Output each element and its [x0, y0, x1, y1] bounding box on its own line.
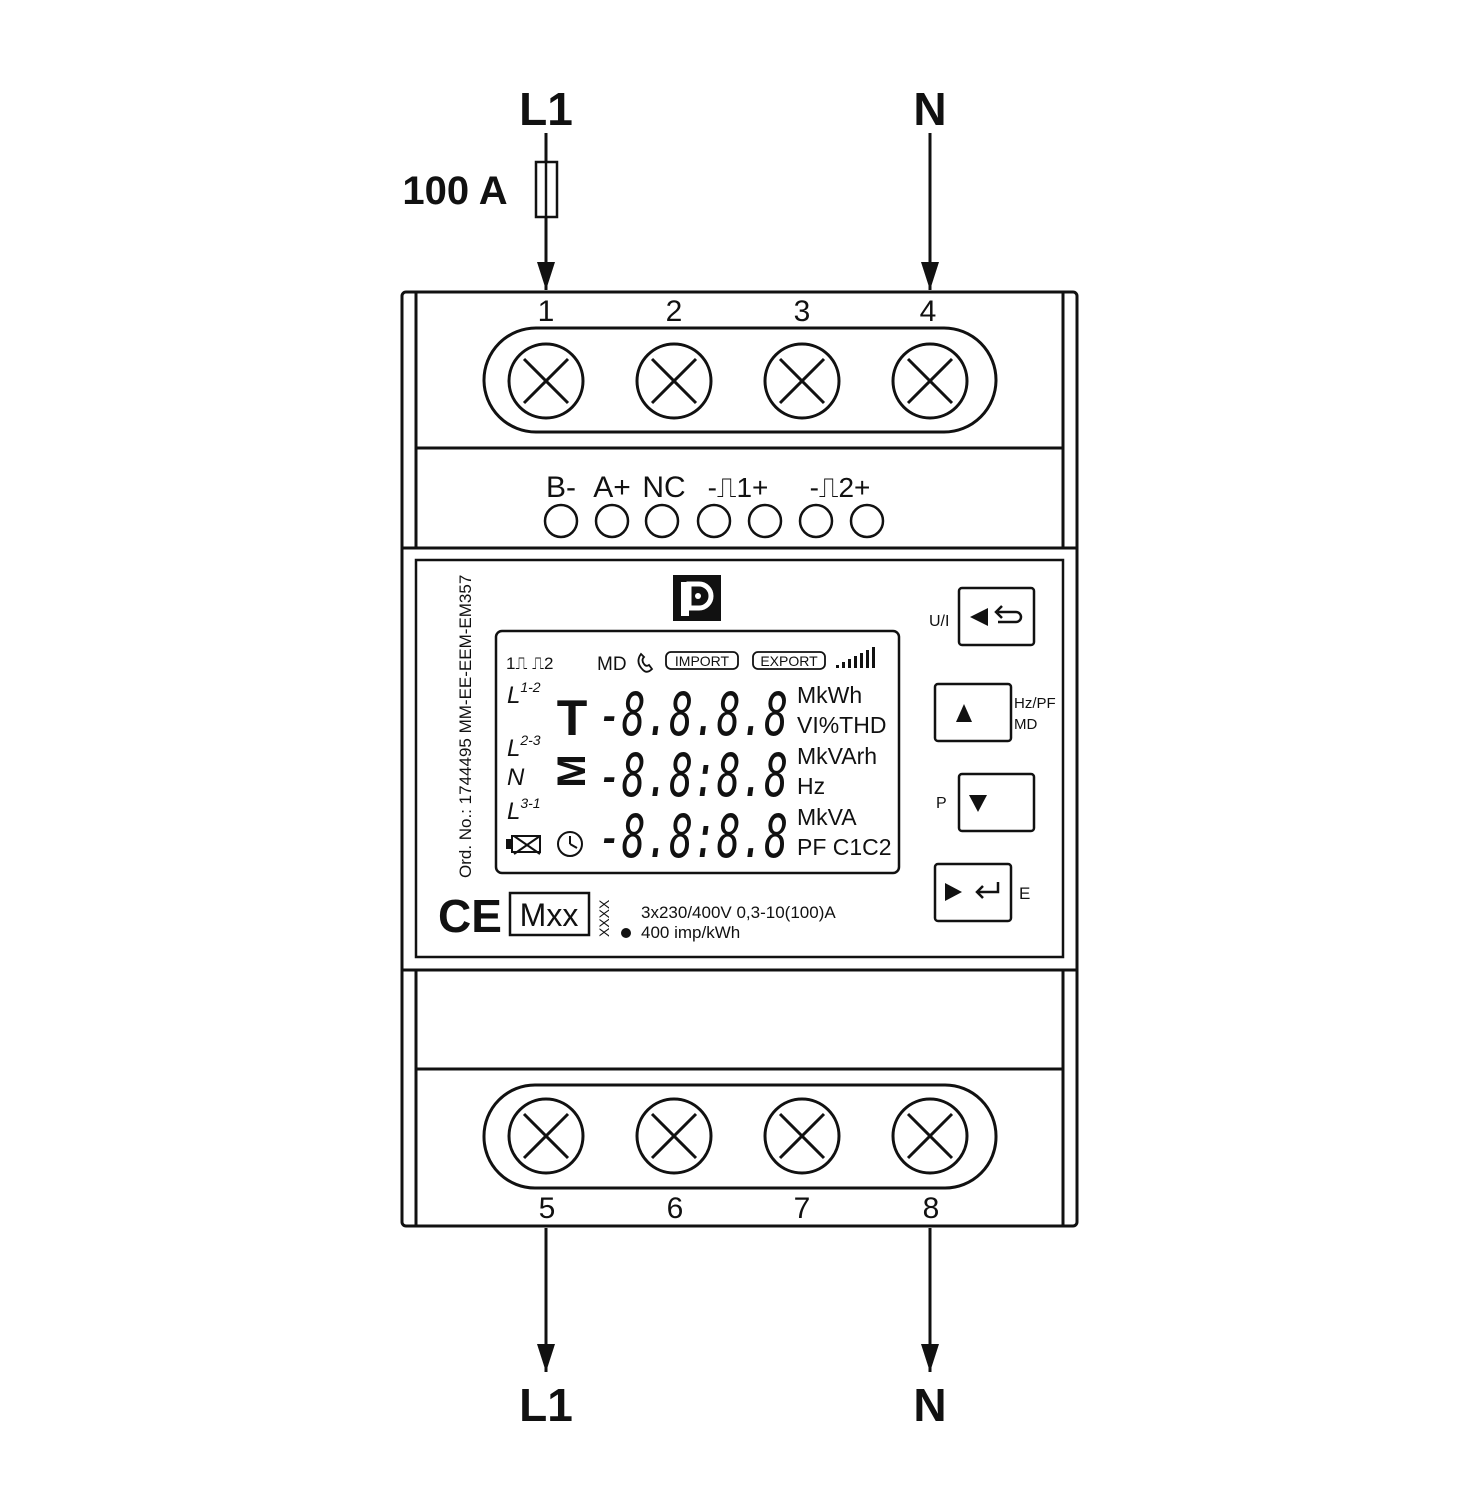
- rating-line-1: 3x230/400V 0,3-10(100)A: [641, 903, 836, 922]
- top-left-arrowhead: [537, 262, 555, 290]
- comm-terminal-hole: [644, 503, 680, 539]
- comm-terminal-strip: B- A+ NC -⎍1+ -⎍2+: [543, 471, 885, 539]
- meter-housing: [400, 290, 1079, 1228]
- md-indicator: MD: [597, 654, 627, 675]
- pulse-output-2-label: -⎍2+: [810, 472, 871, 503]
- metrology-mark: Mxx: [520, 897, 579, 933]
- terminal-number: 2: [666, 295, 683, 328]
- front-panel: [414, 558, 1065, 959]
- fuse-symbol: [534, 133, 559, 219]
- md-button-label: MD: [1014, 716, 1037, 733]
- enter-icon: [975, 882, 1000, 899]
- comm-terminal-hole: [798, 503, 834, 539]
- up-arrow-icon: [956, 704, 972, 722]
- fuse-rating-label: 100 A: [402, 169, 507, 213]
- unit-hz: Hz: [797, 773, 825, 799]
- lcd-letter-t: T: [557, 690, 588, 746]
- comm-terminal-hole: [543, 503, 579, 539]
- back-button[interactable]: [957, 586, 1036, 647]
- phase-n-label: N: [507, 764, 525, 791]
- bottom-left-phase-label: L1: [519, 1379, 573, 1431]
- terminal-number: 5: [539, 1192, 556, 1225]
- import-indicator-box: [665, 651, 739, 670]
- battery-fault-icon: [506, 835, 541, 855]
- screw-terminal-icon: [891, 342, 969, 420]
- screw-terminal-icon: [763, 342, 841, 420]
- top-right-arrowhead: [921, 262, 939, 290]
- terminal-number: 4: [920, 295, 937, 328]
- return-icon: [994, 605, 1023, 624]
- pulse-indicator: 1⎍ ⎍2: [506, 654, 553, 673]
- screw-terminal-icon: [891, 1097, 969, 1175]
- unit-mkvarh: MkVArh: [797, 743, 877, 769]
- top-left-phase-label: L1: [519, 83, 573, 135]
- terminal-number: 7: [794, 1192, 811, 1225]
- top-terminal-block: 1 2 3 4: [482, 295, 998, 434]
- comm-label-nc: NC: [642, 471, 685, 504]
- terminal-number: 6: [667, 1192, 684, 1225]
- e-button-label: E: [1019, 884, 1030, 903]
- up-button[interactable]: [933, 682, 1013, 743]
- down-button[interactable]: [957, 772, 1036, 833]
- lcd-letter-m: M: [550, 754, 594, 787]
- unit-mkva: MkVA: [797, 804, 857, 830]
- phase-l12-label: L1-2: [507, 679, 541, 709]
- phase-l23-label: L2-3: [507, 732, 541, 762]
- lcd-digits-row-3: -8.8:8.8: [598, 802, 788, 872]
- clock-icon: [557, 831, 583, 857]
- right-arrow-icon: [945, 883, 962, 901]
- screw-terminal-icon: [507, 1097, 585, 1175]
- pulse-output-1-label: -⎍1+: [708, 472, 769, 503]
- terminal-number: 8: [923, 1192, 940, 1225]
- screw-terminal-icon: [635, 342, 713, 420]
- order-number-text: Ord. No.: 1744495 MM-EE-EEM-EM357: [456, 575, 475, 878]
- lcd-digits-row-2: -8.8:8.8: [598, 741, 788, 811]
- year-code: XXXX: [596, 899, 612, 937]
- p-button-label: P: [936, 795, 947, 812]
- comm-label-b: B-: [546, 471, 576, 504]
- hz-pf-button-label: Hz/PF: [1014, 695, 1056, 712]
- phase-l31-label: L3-1: [507, 795, 541, 825]
- comm-terminal-hole: [594, 503, 630, 539]
- unit-pf-c1c2: PF C1C2: [797, 834, 892, 860]
- unit-vi-thd: VI%THD: [797, 712, 886, 738]
- export-indicator-box: [752, 651, 826, 670]
- import-indicator: IMPORT: [675, 653, 730, 669]
- screw-terminal-icon: [635, 1097, 713, 1175]
- left-arrow-icon: [970, 608, 988, 626]
- bottom-right-arrowhead: [921, 1344, 939, 1372]
- comm-terminal-hole: [696, 503, 732, 539]
- pulse-led-icon: [621, 928, 631, 938]
- comm-terminal-hole: [747, 503, 783, 539]
- bottom-left-arrowhead: [537, 1344, 555, 1372]
- phone-icon: [637, 652, 654, 673]
- bottom-right-neutral-label: N: [913, 1379, 946, 1431]
- terminal-number: 1: [538, 295, 555, 328]
- screw-terminal-icon: [763, 1097, 841, 1175]
- enter-button[interactable]: [933, 862, 1013, 923]
- rating-line-2: 400 imp/kWh: [641, 923, 740, 942]
- bottom-terminal-block: 5 6 7 8: [482, 1083, 998, 1225]
- screw-terminal-icon: [507, 342, 585, 420]
- down-arrow-icon: [969, 795, 987, 812]
- metrology-mark-box: [508, 891, 591, 937]
- terminal-number: 3: [794, 295, 811, 328]
- comm-label-a: A+: [593, 471, 631, 504]
- signal-strength-icon: [836, 647, 875, 668]
- ce-mark: CE: [438, 890, 502, 942]
- unit-mkwh: MkWh: [797, 682, 862, 708]
- brand-logo-icon: [673, 575, 721, 621]
- top-right-neutral-label: N: [913, 83, 946, 135]
- export-indicator: EXPORT: [760, 653, 818, 669]
- comm-terminal-hole: [849, 503, 885, 539]
- lcd-display: 1⎍ ⎍2 MD IMPORT EXPORT L1-2 L2-3 N L3-1 …: [494, 629, 901, 875]
- lcd-digits-row-1: -8.8.8.8: [598, 680, 788, 750]
- ui-button-label: U/I: [929, 613, 949, 630]
